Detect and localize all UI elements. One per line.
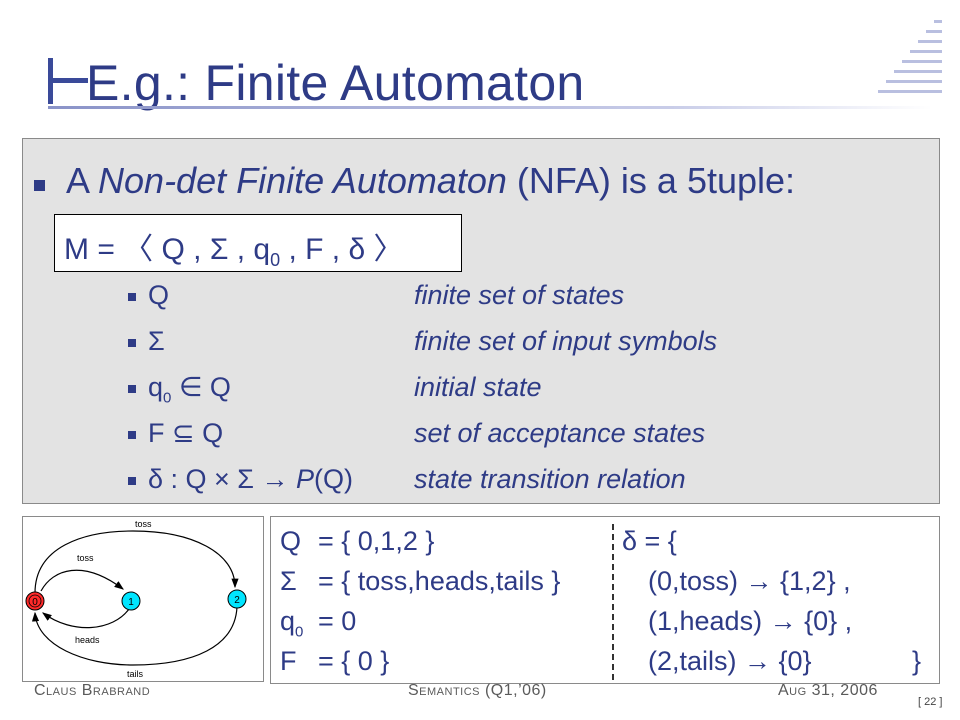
state-2: 2 [227,589,247,609]
footer-author: Claus Brabrand [34,682,151,699]
state-1: 1 [121,591,141,611]
tuple-box [54,214,462,272]
transition-label: toss [77,553,94,563]
transition-definition: δ = { [622,526,677,556]
transition-label: toss [135,519,152,529]
component-description: initial state [414,372,542,402]
state-label: 0 [32,597,38,608]
state-label: 1 [128,597,134,608]
state-label: 2 [234,595,240,606]
transition-arc [31,606,238,666]
automaton-diagram: 0 1 2 toss toss heads tails [22,516,264,682]
transition-arc [34,530,239,594]
transition-arc [42,608,130,629]
transition-definition: (1,heads) → {0} , [648,606,853,636]
tuple-text: M = 〈 Q , Σ , q [64,233,271,266]
component-description: finite set of input symbols [414,326,718,356]
page-title: E.g.: Finite Automaton [86,55,585,111]
definition-name: F [280,646,297,676]
decor-stripe [926,30,942,33]
tuple-formula: M = 〈 Q , Σ , q0 , F , δ 〉 [64,224,403,271]
component-symbol: δ : Q × Σ → P(Q) [148,464,353,494]
footer-date: Aug 31, 2006 [778,682,878,699]
decor-stripe [902,60,942,63]
decor-stripe [894,70,942,73]
bullet-icon [34,180,45,191]
decor-stripe [910,50,942,53]
bullet-icon [128,293,136,301]
decor-stripe [886,80,942,83]
definitions-divider [612,524,614,680]
transition-definition: (2,tails) → {0} [648,646,812,676]
intro-emph: Non-det Finite Automaton [98,160,507,201]
decor-stripe [918,40,942,43]
transition-label: tails [127,669,144,679]
transition-label: heads [75,635,100,645]
title-underline [48,106,932,109]
definition-value: = 0 [318,606,357,636]
intro-prefix: A [66,160,99,201]
bullet-icon [128,431,136,439]
decor-stripe [878,90,942,93]
footer-course: Semantics (Q1,’06) [408,682,547,699]
definition-name: q0 [280,606,304,641]
definition-name: Σ [280,566,297,596]
bullet-icon [128,477,136,485]
tuple-sub: 0 [270,250,281,270]
page-number: [ 22 ] [918,696,943,708]
component-description: finite set of states [414,280,625,310]
component-symbol: F ⊆ Q [148,418,224,448]
component-description: set of acceptance states [414,418,706,448]
component-description: state transition relation [414,464,686,494]
component-symbol: Σ [148,326,165,356]
bullet-icon [128,385,136,393]
definition-value: = { 0,1,2 } [318,526,435,556]
definition-value: = { toss,heads,tails } [318,566,561,596]
tuple-rest: , F , δ 〉 [280,233,404,266]
component-symbol: q0 ∈ Q [148,372,231,407]
decor-stripe [934,20,942,23]
transition-arc [40,569,124,592]
intro-suffix: (NFA) is a 5tuple: [506,160,796,201]
definition-value: = { 0 } [318,646,390,676]
component-symbol: Q [148,280,170,310]
state-0: 0 [25,591,45,611]
closing-brace: } [912,646,922,676]
bullet-icon [128,339,136,347]
automaton-svg: 0 1 2 toss toss heads tails [25,519,247,679]
definitions-panel [270,516,940,684]
main-panel [22,138,940,504]
definition-name: Q [280,526,302,556]
transition-definition: (0,toss) → {1,2} , [648,566,851,596]
title-turnstile-horizontal [48,78,88,83]
intro-text: A Non-det Finite Automaton (NFA) is a 5t… [66,160,795,202]
